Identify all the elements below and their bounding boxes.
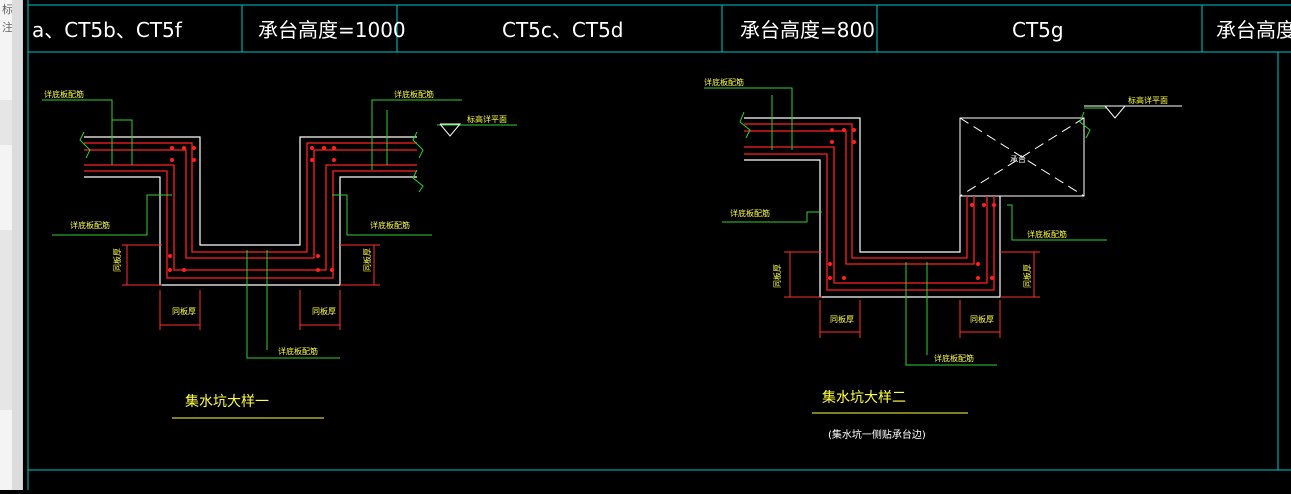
leader-lines xyxy=(42,99,517,359)
elevation-marker xyxy=(1084,105,1182,119)
dimension-label: 同板厚 xyxy=(830,314,854,324)
dimension-label: 同板厚 xyxy=(112,248,122,272)
elevation-marker xyxy=(439,123,462,137)
header-cell: 承台高度=1000 xyxy=(258,18,406,42)
rebar-label: 详底板配筋 xyxy=(704,77,744,87)
concrete-outline xyxy=(744,117,1001,298)
rebar-dots xyxy=(828,128,996,280)
detail-title: 集水坑大样二 xyxy=(822,389,906,406)
dimension-label: 同板厚 xyxy=(172,306,196,316)
rebar-label: 详底板配筋 xyxy=(730,208,770,218)
dimension-label: 同板厚 xyxy=(772,264,782,288)
drawing-svg: a、CT5b、CT5f 承台高度=1000 CT5c、CT5d 承台高度=800… xyxy=(27,0,1291,490)
side-label-char: 标 xyxy=(2,3,13,16)
leader-lines xyxy=(704,87,1107,366)
dimension-label: 同板厚 xyxy=(312,306,336,316)
table-grid xyxy=(27,0,1291,490)
break-symbol xyxy=(739,111,1091,139)
rebar-label: 详底板配筋 xyxy=(934,353,974,363)
rebar-lines xyxy=(84,142,417,279)
rebar-label: 详底板配筋 xyxy=(70,220,110,230)
header-cell: 承台高度=800 xyxy=(740,18,875,42)
pile-cap xyxy=(959,117,1085,197)
rebar-label: 详底板配筋 xyxy=(370,220,410,230)
sump-detail-2: 详底板配筋 标高详平面 承台 详底板配筋 详底板配筋 同板厚 同板厚 详底板配筋… xyxy=(704,77,1182,441)
detail-title: 集水坑大样一 xyxy=(185,393,269,410)
dimension-label: 同板厚 xyxy=(1022,264,1032,288)
rebar-dots xyxy=(168,146,336,272)
header-cell: CT5g xyxy=(1012,18,1064,42)
dimension-label: 同板厚 xyxy=(362,248,372,272)
elevation-label: 标高详平面 xyxy=(1128,95,1168,105)
header-cell: 承台高度= xyxy=(1216,18,1291,42)
rebar-label: 详底板配筋 xyxy=(1027,229,1067,239)
dimension-label: 同板厚 xyxy=(970,314,994,324)
dimension-lines xyxy=(122,244,380,330)
rebar-label: 详底板配筋 xyxy=(44,89,84,99)
break-symbol xyxy=(79,131,424,193)
concrete-outline xyxy=(84,136,417,286)
rebar-lines xyxy=(744,123,995,291)
side-label-char: 注 xyxy=(2,21,13,34)
dimension-lines xyxy=(784,251,1040,338)
vertical-scrollbar[interactable] xyxy=(12,0,22,490)
rebar-label: 详底板配筋 xyxy=(394,89,434,99)
cad-drawing-canvas[interactable]: a、CT5b、CT5f 承台高度=1000 CT5c、CT5d 承台高度=800… xyxy=(22,0,1291,490)
pile-cap-label: 承台 xyxy=(1010,154,1026,164)
header-cell: CT5c、CT5d xyxy=(502,18,624,42)
rebar-label: 详底板配筋 xyxy=(278,346,318,356)
elevation-label: 标高详平面 xyxy=(467,114,507,124)
header-cell: a、CT5b、CT5f xyxy=(32,18,183,42)
sump-detail-1: 详底板配筋 详底板配筋 标高详平面 详底板配筋 详底板配筋 同板厚 同板厚 详底… xyxy=(42,89,517,419)
detail-subtitle: (集水坑一侧贴承台边) xyxy=(828,428,926,441)
